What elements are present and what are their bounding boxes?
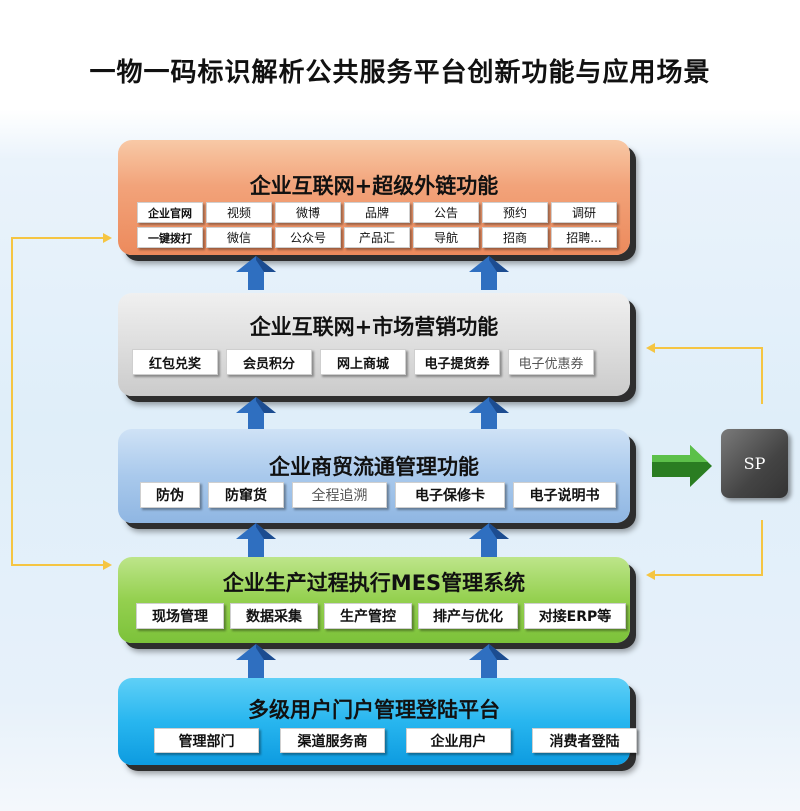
connector-arrowhead [646, 343, 655, 353]
chip[interactable]: 会员积分 [226, 349, 312, 375]
chip-row: 红包兑奖 会员积分 网上商城 电子提货券 电子优惠券 [132, 349, 594, 375]
page-title: 一物一码标识解析公共服务平台创新功能与应用场景 [89, 58, 711, 88]
chip[interactable]: 对接ERP等 [524, 603, 626, 629]
layer-title: 企业商贸流通管理功能 [269, 455, 479, 479]
chip[interactable]: 预约 [482, 202, 548, 223]
chip-row: 防伪 防窜货 全程追溯 电子保修卡 电子说明书 [140, 482, 616, 508]
chip[interactable]: 调研 [551, 202, 617, 223]
chip-row: 管理部门 渠道服务商 企业用户 消费者登陆 [154, 728, 637, 753]
up-arrow-icon [236, 256, 276, 290]
chip-row: 企业官网 视频 微博 品牌 公告 预约 调研 [137, 202, 617, 223]
chip-row: 现场管理 数据采集 生产管控 排产与优化 对接ERP等 [136, 603, 626, 629]
chip[interactable]: 导航 [413, 227, 479, 248]
chip[interactable]: 微信 [206, 227, 272, 248]
up-arrow-icon [236, 397, 276, 431]
up-arrow-icon [469, 644, 509, 678]
chip[interactable]: 防伪 [140, 482, 200, 508]
chip[interactable]: 全程追溯 [292, 482, 387, 508]
chip[interactable]: 品牌 [344, 202, 410, 223]
up-arrow-icon [469, 523, 509, 557]
chip[interactable]: 电子保修卡 [395, 482, 505, 508]
layer-title: 企业互联网+超级外链功能 [249, 174, 499, 198]
up-arrow-icon [469, 256, 509, 290]
chip[interactable]: 管理部门 [154, 728, 259, 753]
chip[interactable]: 数据采集 [230, 603, 318, 629]
chip[interactable]: 视频 [206, 202, 272, 223]
layer-title: 多级用户门户管理登陆平台 [248, 698, 500, 722]
chip[interactable]: 公众号 [275, 227, 341, 248]
layer-title: 企业生产过程执行MES管理系统 [222, 571, 526, 595]
chip[interactable]: 红包兑奖 [132, 349, 218, 375]
chip[interactable]: 防窜货 [208, 482, 284, 508]
connector-arrowhead [103, 560, 112, 570]
chip-row: 一键拨打 微信 公众号 产品汇 导航 招商 招聘... [137, 227, 617, 248]
chip[interactable]: 电子说明书 [513, 482, 616, 508]
up-arrow-icon [236, 644, 276, 678]
connector-arrowhead [646, 570, 655, 580]
chip[interactable]: 消费者登陆 [532, 728, 637, 753]
chip[interactable]: 企业用户 [406, 728, 511, 753]
layer-title: 企业互联网+市场营销功能 [249, 315, 499, 339]
up-arrow-icon [469, 397, 509, 431]
chip[interactable]: 招聘... [551, 227, 617, 248]
sp-box: SP [721, 429, 788, 498]
chip[interactable]: 招商 [482, 227, 548, 248]
layer-marketing: 企业互联网+市场营销功能 红包兑奖 会员积分 网上商城 电子提货券 电子优惠券 [118, 293, 630, 396]
chip[interactable]: 一键拨打 [137, 227, 203, 248]
chip[interactable]: 网上商城 [320, 349, 406, 375]
chip[interactable]: 企业官网 [137, 202, 203, 223]
green-arrow-to-sp [652, 445, 712, 487]
chip[interactable]: 微博 [275, 202, 341, 223]
chip[interactable]: 生产管控 [324, 603, 412, 629]
connector-arrowhead [103, 233, 112, 243]
layer-mes: 企业生产过程执行MES管理系统 现场管理 数据采集 生产管控 排产与优化 对接E… [118, 557, 630, 643]
chip[interactable]: 产品汇 [344, 227, 410, 248]
chip[interactable]: 电子提货券 [414, 349, 500, 375]
layer-user-portal: 多级用户门户管理登陆平台 管理部门 渠道服务商 企业用户 消费者登陆 [118, 678, 637, 765]
chip[interactable]: 渠道服务商 [280, 728, 385, 753]
layer-super-links: 企业互联网+超级外链功能 企业官网 视频 微博 品牌 公告 预约 调研 一键拨打… [118, 140, 630, 255]
layer-circulation: 企业商贸流通管理功能 防伪 防窜货 全程追溯 电子保修卡 电子说明书 [118, 429, 630, 523]
chip[interactable]: 现场管理 [136, 603, 224, 629]
chip[interactable]: 公告 [413, 202, 479, 223]
chip[interactable]: 电子优惠券 [508, 349, 594, 375]
chip[interactable]: 排产与优化 [418, 603, 518, 629]
up-arrow-icon [236, 523, 276, 557]
